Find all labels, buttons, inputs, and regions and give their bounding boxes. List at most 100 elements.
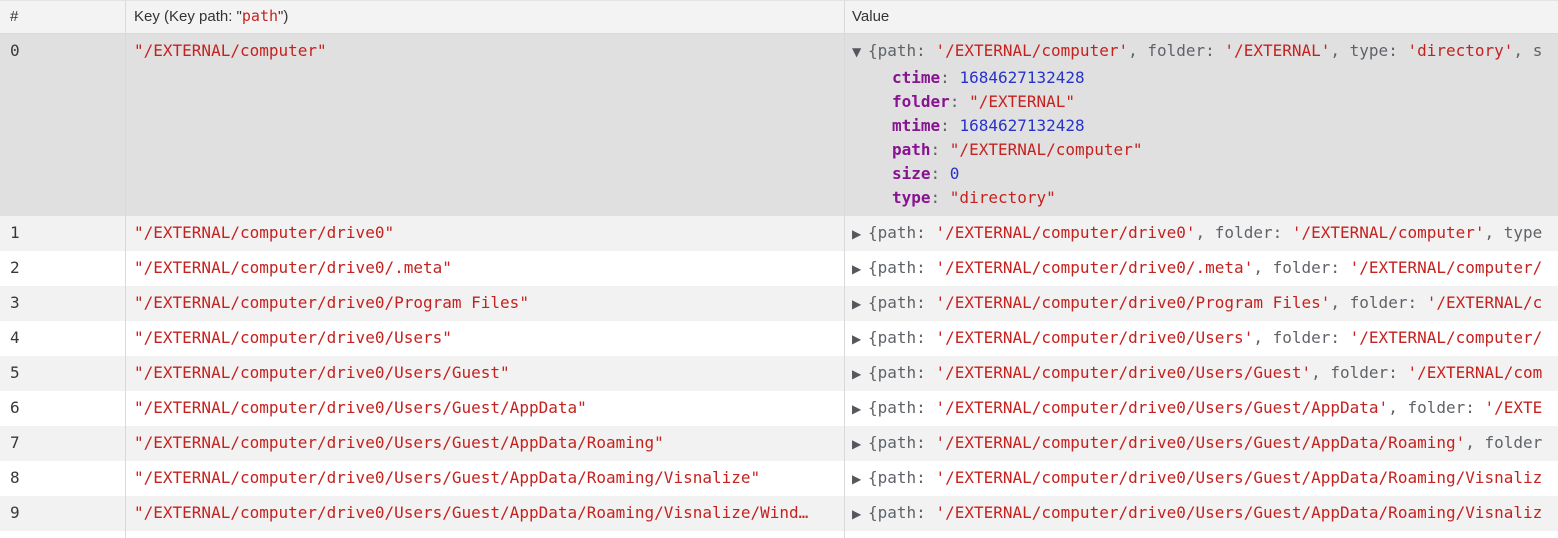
- column-header-value[interactable]: Value: [844, 1, 1558, 33]
- property-colon: :: [930, 164, 950, 183]
- expand-icon[interactable]: ▶: [852, 297, 862, 311]
- object-property: size: 0: [892, 162, 1558, 186]
- property-name: folder: [892, 92, 950, 111]
- property-value: 1684627132428: [959, 116, 1085, 135]
- row-key-cell: "/EXTERNAL/computer/drive0/Users": [125, 321, 844, 356]
- preview-segment: '/EXTERNAL/computer/drive0/Users/Guest/A…: [935, 398, 1389, 417]
- property-value: "/EXTERNAL": [969, 92, 1076, 111]
- preview-segment: '/EXTERNAL/computer/drive0/Users/Guest/A…: [935, 503, 1543, 522]
- preview-segment: , folder: [1465, 433, 1543, 452]
- table-row[interactable]: 6 "/EXTERNAL/computer/drive0/Users/Guest/…: [0, 391, 1558, 426]
- expand-icon[interactable]: ▶: [852, 227, 862, 241]
- row-index-cell: 6: [10, 398, 20, 417]
- row-index-cell: 3: [10, 293, 20, 312]
- preview-segment: '/EXTERNAL/computer/drive0': [935, 223, 1196, 242]
- column-header-key[interactable]: Key (Key path: "path"): [125, 1, 844, 33]
- row-value-cell: ▶ {path: '/EXTERNAL/computer/drive0/Users…: [844, 356, 1558, 391]
- row-value-cell: ▼{path: '/EXTERNAL/computer', folder: '/…: [844, 34, 1558, 216]
- preview-segment: {path:: [868, 503, 936, 522]
- value-preview: ▶{path: '/EXTERNAL/computer/drive0/Users…: [852, 426, 1558, 461]
- object-property: folder: "/EXTERNAL": [892, 90, 1558, 114]
- table-row[interactable]: 10"/EXTERNAL/computer/drive0/Users/Guest…: [0, 531, 1558, 538]
- object-property: type: "directory": [892, 186, 1558, 210]
- preview-segment: {path:: [868, 223, 936, 242]
- table-row[interactable]: 0"/EXTERNAL/computer"▼{path: '/EXTERNAL/…: [0, 34, 1558, 216]
- table-row[interactable]: 8 "/EXTERNAL/computer/drive0/Users/Guest/…: [0, 461, 1558, 496]
- preview-segment: , folder:: [1195, 223, 1292, 242]
- table-row[interactable]: 1"/EXTERNAL/computer/drive0"▶{path: '/EX…: [0, 216, 1558, 251]
- property-name: path: [892, 140, 931, 159]
- value-preview: ▶ {path: '/EXTERNAL/computer/drive0/Users…: [852, 356, 1558, 391]
- preview-segment: '/EXTERNAL/computer/drive0/Users/Guest/A…: [935, 433, 1466, 452]
- preview-segment: '/EXTERNAL/c: [1426, 293, 1543, 312]
- preview-segment: {path:: [868, 363, 936, 382]
- row-index-cell: 8: [10, 468, 20, 487]
- row-key-cell: "/EXTERNAL/computer/drive0/Program Files…: [125, 286, 844, 321]
- row-index-cell: 7: [10, 433, 20, 452]
- table-body: 0"/EXTERNAL/computer"▼{path: '/EXTERNAL/…: [0, 34, 1558, 538]
- row-value-cell: ▶{path: '/EXTERNAL/computer/drive0/Users…: [844, 531, 1558, 538]
- collapse-icon[interactable]: ▼: [852, 45, 862, 59]
- preview-segment: '/EXTERNAL/computer/: [1349, 328, 1543, 347]
- preview-segment: , folder:: [1388, 398, 1485, 417]
- row-value-cell: ▶ {path: '/EXTERNAL/computer/drive0/Users…: [844, 496, 1558, 531]
- table-row[interactable]: 5"/EXTERNAL/computer/drive0/Users/Guest"…: [0, 356, 1558, 391]
- preview-segment: , folder:: [1330, 293, 1427, 312]
- column-header-value-label: Value: [852, 8, 890, 25]
- row-key-cell: "/EXTERNAL/computer/drive0/Users/Guest": [125, 356, 844, 391]
- row-index-cell: 4: [10, 328, 20, 347]
- preview-segment: '/EXTERNAL/com: [1407, 363, 1543, 382]
- expand-icon[interactable]: ▶: [852, 332, 862, 346]
- object-property: ctime: 1684627132428: [892, 66, 1558, 90]
- preview-segment: , s: [1513, 41, 1543, 60]
- property-colon: :: [940, 116, 960, 135]
- expand-icon[interactable]: ▶: [852, 367, 862, 381]
- value-preview: ▶{path: '/EXTERNAL/computer/drive0/.meta…: [852, 251, 1558, 286]
- table-row[interactable]: 3 "/EXTERNAL/computer/drive0/Program File…: [0, 286, 1558, 321]
- preview-segment: {path:: [868, 328, 936, 347]
- row-key-cell: "/EXTERNAL/computer/drive0/Users/Guest/A…: [125, 391, 844, 426]
- row-key-cell: "/EXTERNAL/computer/drive0/.meta": [125, 251, 844, 286]
- preview-segment: '/EXTERNAL/computer/: [1349, 258, 1543, 277]
- property-value: 1684627132428: [959, 68, 1085, 87]
- preview-segment: {path:: [868, 41, 936, 60]
- table-row[interactable]: 4 "/EXTERNAL/computer/drive0/Users" ▶ {path…: [0, 321, 1558, 356]
- preview-segment: , folder:: [1253, 258, 1350, 277]
- column-header-index[interactable]: #: [0, 1, 125, 33]
- row-value-cell: ▶{path: '/EXTERNAL/computer/drive0/Progr…: [844, 286, 1558, 321]
- expand-icon[interactable]: ▶: [852, 437, 862, 451]
- preview-segment: '/EXTERNAL/computer/drive0/Users/Guest': [935, 363, 1312, 382]
- row-key-cell: "/EXTERNAL/computer/drive0/Users/Guest/A…: [125, 531, 844, 538]
- preview-segment: '/EXTERNAL/computer/drive0/Users': [935, 328, 1254, 347]
- value-preview: ▶ {path: '/EXTERNAL/computer/drive0/Users…: [852, 321, 1558, 356]
- row-value-cell: ▶{path: '/EXTERNAL/computer/drive0/Users…: [844, 391, 1558, 426]
- property-name: mtime: [892, 116, 941, 135]
- preview-segment: '/EXTERNAL': [1224, 41, 1331, 60]
- expand-icon[interactable]: ▶: [852, 402, 862, 416]
- row-value-cell: ▶{path: '/EXTERNAL/computer/drive0/Users…: [844, 461, 1558, 496]
- preview-segment: '/EXTERNAL/computer': [1291, 223, 1485, 242]
- table-row[interactable]: 2"/EXTERNAL/computer/drive0/.meta"▶{path…: [0, 251, 1558, 286]
- property-colon: :: [930, 140, 950, 159]
- row-key-cell: "/EXTERNAL/computer": [125, 34, 844, 216]
- preview-segment: '/EXTERNAL/computer/drive0/Users/Guest/A…: [935, 468, 1543, 487]
- expand-icon[interactable]: ▶: [852, 262, 862, 276]
- preview-segment: {path:: [868, 258, 936, 277]
- expand-icon[interactable]: ▶: [852, 472, 862, 486]
- column-header-index-label: #: [10, 8, 19, 25]
- row-key-cell: "/EXTERNAL/computer/drive0/Users/Guest/A…: [125, 461, 844, 496]
- key-header-prefix: Key (Key path: ": [134, 8, 242, 25]
- preview-segment: '/EXTERNAL/computer': [935, 41, 1129, 60]
- row-key-cell: "/EXTERNAL/computer/drive0/Users/Guest/A…: [125, 496, 844, 531]
- expand-icon[interactable]: ▶: [852, 507, 862, 521]
- table-row[interactable]: 7"/EXTERNAL/computer/drive0/Users/Guest/…: [0, 426, 1558, 461]
- value-preview: ▶{path: '/EXTERNAL/computer/drive0/Users…: [852, 461, 1558, 496]
- table-row[interactable]: 9"/EXTERNAL/computer/drive0/Users/Guest/…: [0, 496, 1558, 531]
- property-name: type: [892, 188, 931, 207]
- property-colon: :: [949, 92, 970, 111]
- value-preview: ▶ {path: '/EXTERNAL/computer/drive0', fol…: [852, 216, 1558, 251]
- preview-segment: , folder:: [1311, 363, 1408, 382]
- expand-icon[interactable]: ▶: [852, 533, 868, 538]
